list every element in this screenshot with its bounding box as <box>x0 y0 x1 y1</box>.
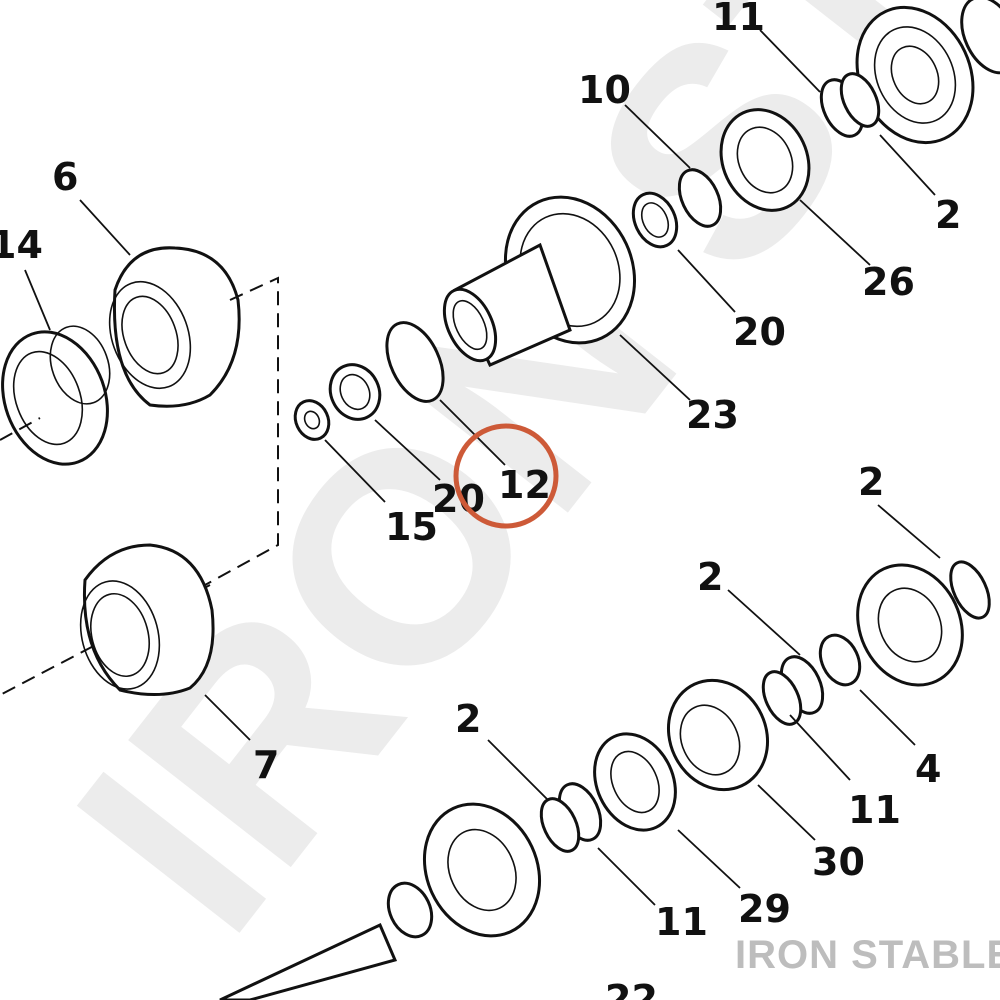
callout-14: 14 <box>0 223 43 267</box>
callout-2-right: 2 <box>858 460 884 504</box>
brand-label: IRON STABLE <box>735 933 1000 977</box>
callout-7: 7 <box>253 743 279 787</box>
callout-11-mid: 11 <box>848 788 901 832</box>
callout-26: 26 <box>862 260 915 304</box>
hub-26 <box>719 108 811 212</box>
washer-15 <box>293 399 331 441</box>
o-ring-12 <box>385 321 445 403</box>
callout-2-top: 2 <box>935 193 961 237</box>
callout-20-top: 20 <box>733 310 786 354</box>
gear-top-right <box>855 0 1000 145</box>
needle-bearing-mid <box>328 363 382 421</box>
hub-29 <box>593 732 677 832</box>
gear-lower-2 <box>422 802 542 938</box>
gear-shaft-23 <box>442 195 637 367</box>
callout-2-low: 2 <box>455 697 481 741</box>
callout-labels: 11 10 6 14 2 26 20 23 12 20 15 2 2 4 11 … <box>0 0 961 1000</box>
main-shaft-22 <box>219 922 398 1000</box>
needle-bearing-4 <box>818 633 862 687</box>
callout-12: 12 <box>498 463 551 507</box>
highlight-circle <box>453 423 559 529</box>
seal-14 <box>1 325 111 466</box>
callout-23: 23 <box>686 393 739 437</box>
lower-assembly <box>219 560 991 1000</box>
callout-29: 29 <box>738 887 791 931</box>
needle-bearing-top <box>631 191 679 249</box>
callout-30: 30 <box>812 840 865 884</box>
bearing-race-7 <box>79 543 215 697</box>
gear-30 <box>666 678 770 792</box>
bearing-6 <box>108 246 241 408</box>
callout-22: 22 <box>605 977 658 1000</box>
callout-6: 6 <box>52 155 78 199</box>
leader-lines <box>24 29 941 906</box>
callout-11-low: 11 <box>655 900 708 944</box>
callout-11-top: 11 <box>712 0 765 39</box>
gear-right-2 <box>856 563 964 687</box>
callout-10: 10 <box>578 68 631 112</box>
callout-2-mid: 2 <box>697 555 723 599</box>
callout-15: 15 <box>385 505 438 549</box>
upper-assembly <box>0 0 1000 697</box>
callout-4: 4 <box>915 747 941 791</box>
